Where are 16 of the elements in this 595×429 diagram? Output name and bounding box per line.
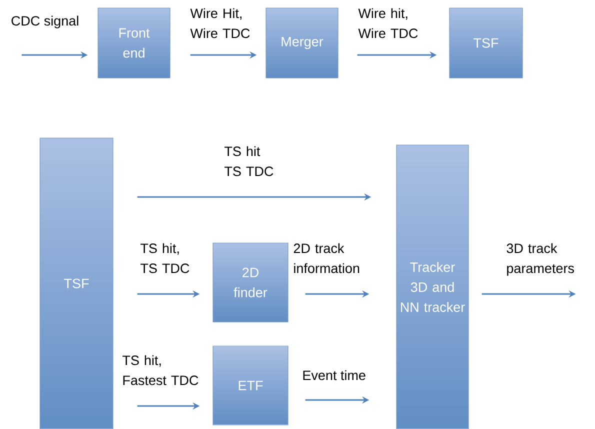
edge-label: Event time	[303, 370, 366, 380]
process-box: Tracker 3D and NN tracker	[396, 144, 469, 429]
process-box: TSF	[449, 8, 523, 78]
edge-label: Wire Hit, Wire TDC	[190, 8, 250, 38]
edge-label: 2D track information	[294, 243, 360, 274]
process-box: 2D finder	[212, 242, 288, 322]
edge-label: TS hit TS TDC	[224, 146, 274, 176]
edge-label: 3D track parameters	[506, 243, 574, 276]
edge-label: TS hit, Fastest TDC	[122, 355, 198, 386]
edge-label: TS hit, TS TDC	[140, 243, 190, 274]
edge-label: Wire hit, Wire TDC	[358, 8, 418, 38]
process-box: Front end	[98, 8, 170, 78]
label-text: CDC signal	[12, 16, 78, 28]
process-box: Merger	[266, 8, 338, 78]
process-box: TSF	[40, 138, 114, 429]
process-box: ETF	[212, 346, 288, 426]
